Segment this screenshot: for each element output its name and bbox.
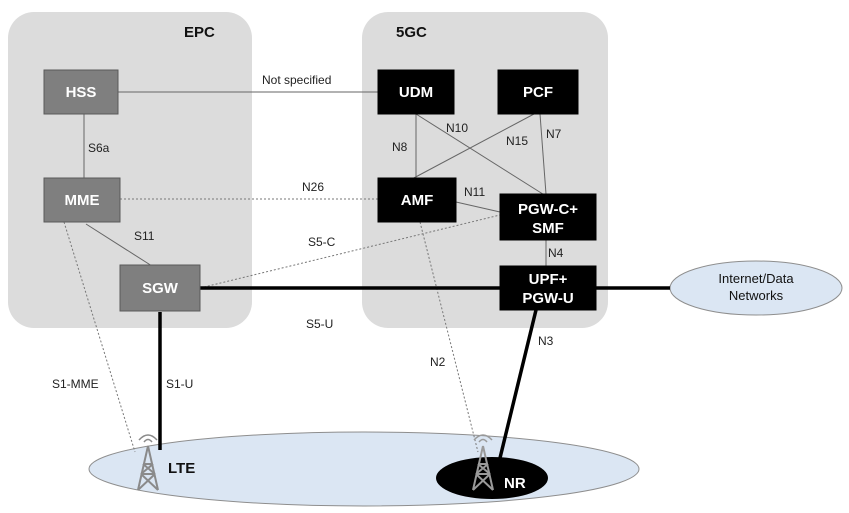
link-amf-nr (419, 221, 479, 453)
pcf-node (497, 69, 579, 115)
internet-label-line2: Networks (729, 288, 784, 303)
label-n4: N4 (548, 246, 564, 260)
udm-label: UDM (399, 84, 433, 101)
lte-antenna-tower-icon (137, 434, 159, 491)
pgwc-smf-label-line1: PGW-C+ (518, 201, 578, 218)
label-n8: N8 (392, 140, 408, 154)
mme-label: MME (65, 192, 100, 209)
label-s6a: S6a (88, 141, 110, 155)
label-n2: N2 (430, 355, 446, 369)
label-n3: N3 (538, 334, 554, 348)
label-s11: S11 (134, 229, 155, 243)
link-amf-smf (455, 201, 501, 213)
pgwc-smf-label-line2: SMF (532, 220, 564, 237)
mme-node (43, 177, 121, 223)
lte-label: LTE (168, 460, 195, 477)
label-n10: N10 (446, 121, 468, 135)
pgwc-smf-node (499, 193, 597, 241)
nr-antenna-tower-icon (472, 434, 494, 491)
upf-pgwu-label-line1: UPF+ (529, 271, 568, 288)
internet-label-line1: Internet/Data (718, 271, 794, 286)
udm-node (377, 69, 455, 115)
label-s5u: S5-U (306, 317, 333, 331)
label-n26: N26 (302, 180, 324, 194)
link-mme-lte (63, 221, 136, 453)
link-pcf-amf (409, 113, 535, 181)
sgw-node (119, 264, 201, 312)
link-mme-sgw (85, 223, 153, 267)
pcf-label: PCF (523, 84, 553, 101)
link-upf-nr (498, 309, 538, 459)
label-s1u: S1-U (166, 377, 193, 391)
upf-pgwu-label-line2: PGW-U (522, 290, 573, 307)
label-s1mme: S1-MME (52, 377, 99, 391)
label-n15: N15 (506, 134, 528, 148)
label-not-specified: Not specified (262, 73, 331, 87)
label-s5c: S5-C (308, 235, 336, 249)
label-n7: N7 (546, 127, 562, 141)
amf-label: AMF (401, 192, 434, 209)
amf-node (377, 177, 457, 223)
link-udm-smf (415, 113, 547, 197)
link-sgw-smf (199, 214, 501, 289)
fivegc-region-label: 5GC (396, 24, 427, 41)
upf-pgwu-node (499, 265, 597, 311)
nr-cell (436, 457, 548, 499)
label-n11: N11 (464, 185, 485, 199)
nr-label: NR (504, 475, 526, 492)
epc-region-label: EPC (184, 24, 215, 41)
hss-node (43, 69, 119, 115)
sgw-label: SGW (142, 280, 179, 297)
hss-label: HSS (66, 84, 97, 101)
link-pcf-smf (539, 113, 547, 195)
